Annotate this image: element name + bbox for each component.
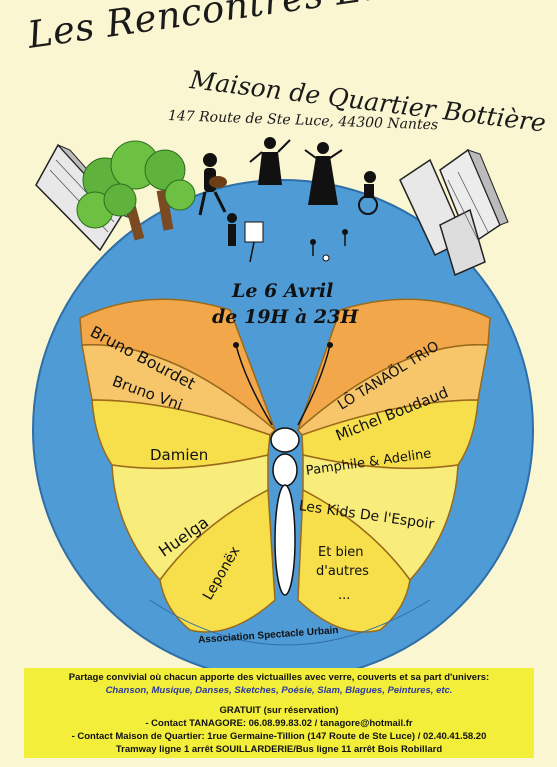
butterfly-left-wing (79, 298, 277, 633)
performer-left-3: Damien (150, 446, 209, 464)
butterfly-body (233, 342, 333, 596)
people-figures (198, 137, 378, 263)
info-free: GRATUIT (sur réservation) (219, 705, 339, 716)
info-contact-maison: - Contact Maison de Quartier: 1rue Germa… (71, 731, 487, 742)
trees (76, 140, 196, 241)
performer-right-7: ... (338, 588, 351, 603)
info-band: Partage convivial où chacun apporte des … (24, 668, 534, 758)
info-description: Partage convivial où chacun apporte des … (68, 672, 490, 683)
info-transport: Tramway ligne 1 arrêt SOUILLARDERIE/Bus … (115, 744, 443, 755)
performer-right-6: d'autres (316, 564, 369, 579)
buildings-right (399, 148, 509, 277)
performer-right-5: Et bien (318, 545, 364, 560)
event-time: de 19H à 23H (212, 306, 359, 328)
event-date: Le 6 Avril (232, 280, 334, 302)
info-activities: Chanson, Musique, Danses, Sketches, Poés… (105, 685, 453, 696)
info-contact-tanagore: - Contact TANAGORE: 06.08.99.83.02 / tan… (145, 718, 413, 729)
butterfly-right-wing (296, 298, 491, 633)
